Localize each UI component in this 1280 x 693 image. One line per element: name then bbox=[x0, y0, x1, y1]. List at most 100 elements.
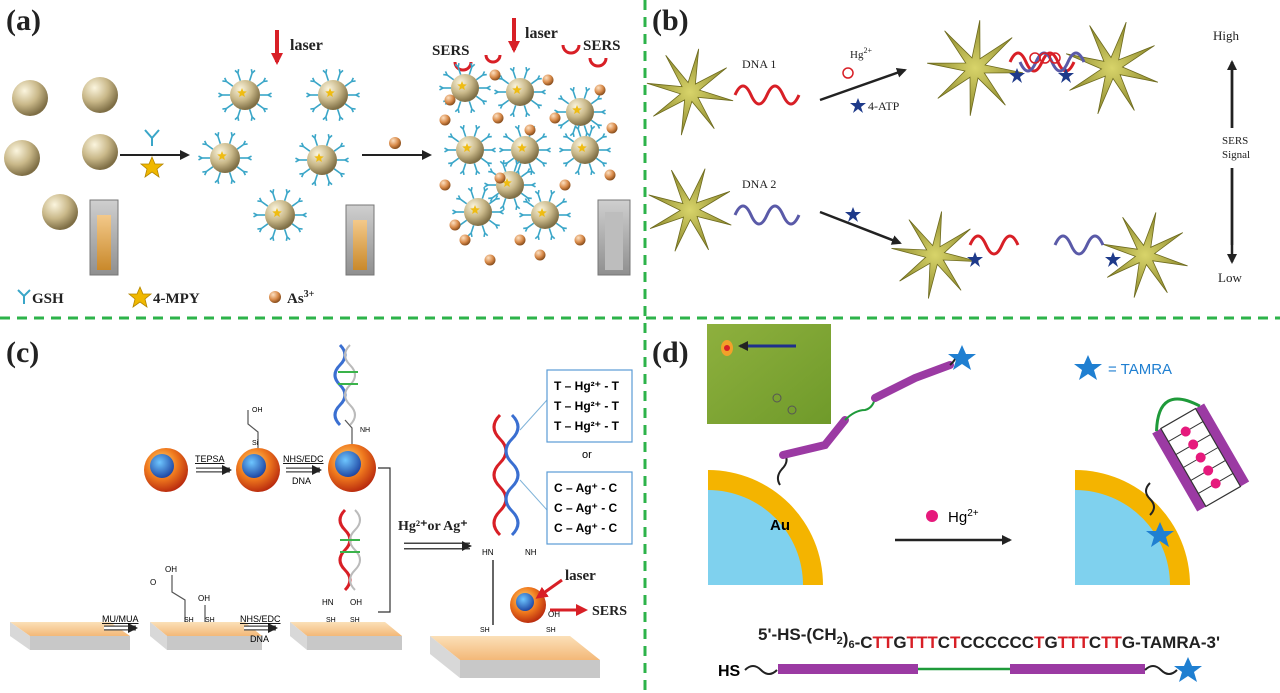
panel-d-letter: (d) bbox=[652, 336, 689, 369]
svg-text:SH: SH bbox=[205, 617, 215, 624]
panel-b: (b) DNA 1 Hg2+ 4-ATP DNA 2 bbox=[646, 4, 1266, 299]
vial-2 bbox=[345, 204, 375, 276]
tamra-star-icon-end bbox=[1174, 657, 1202, 682]
sers-label-2: SERS bbox=[583, 38, 621, 54]
nhs-edc-label-1: NHS/EDC bbox=[283, 454, 324, 464]
box2-line2: C – Ag⁺ - C bbox=[554, 501, 618, 515]
substrate-final: HN NH OH SH SH bbox=[430, 413, 600, 678]
box2-line3: C – Ag⁺ - C bbox=[554, 521, 618, 535]
atp-star-icon-2 bbox=[845, 207, 861, 222]
legend-gsh-icon bbox=[17, 289, 31, 304]
signal-label-2: Signal bbox=[1222, 149, 1250, 161]
or-label: or bbox=[582, 449, 592, 461]
laser-label-1: laser bbox=[290, 37, 323, 54]
dna1-label: DNA 1 bbox=[742, 57, 776, 71]
vial-3 bbox=[597, 199, 631, 276]
svg-text:SH: SH bbox=[480, 627, 490, 634]
strand-segment-2 bbox=[1010, 664, 1145, 674]
dna-sequence: 5'-HS-(CH2)6-CTTGTTTCTCCCCCCTGTTTCTTG-TA… bbox=[758, 625, 1220, 652]
box2-line1: C – Ag⁺ - C bbox=[554, 481, 618, 495]
dna-label-2: DNA bbox=[250, 634, 269, 644]
panel-d: (d) = TAMRA Au Hg2+ bbox=[652, 324, 1250, 682]
tamra-legend-label: = TAMRA bbox=[1108, 361, 1172, 378]
svg-text:NH: NH bbox=[360, 427, 370, 434]
tepsa-label: TEPSA bbox=[195, 454, 225, 464]
panel-c-letter: (c) bbox=[6, 336, 39, 369]
sers-label-1: SERS bbox=[432, 43, 470, 59]
tamra-star-legend-icon bbox=[1074, 355, 1102, 380]
svg-text:OH: OH bbox=[165, 565, 177, 574]
svg-text:Si: Si bbox=[252, 440, 259, 447]
dna2-strand bbox=[733, 204, 801, 226]
dna1-hg-complex bbox=[1008, 51, 1086, 83]
hs-label: HS bbox=[718, 663, 741, 680]
box-t-hg-t bbox=[546, 369, 633, 443]
svg-text:NH: NH bbox=[525, 548, 537, 557]
mpy-star-icon bbox=[139, 155, 165, 178]
laser-arrow-c bbox=[535, 578, 563, 599]
atp-star-icon bbox=[850, 98, 866, 113]
atp-label: 4-ATP bbox=[868, 99, 900, 113]
panel-a: (a) laser bbox=[4, 4, 631, 308]
svg-text:HN: HN bbox=[322, 598, 334, 607]
box-c-ag-c bbox=[546, 471, 633, 545]
legend-gsh-label: GSH bbox=[32, 291, 64, 307]
substrate-2: O OH OH SH SH bbox=[150, 565, 262, 650]
legend-as-icon bbox=[269, 291, 281, 303]
panel-c: (c) TEPSA Si OH NHS/EDC DNA NH bbox=[6, 336, 633, 678]
gsh-icon bbox=[144, 129, 160, 146]
functionalized-nanoparticles bbox=[198, 69, 360, 241]
hg-ion-icon bbox=[842, 67, 854, 79]
hg-label-d: Hg2+ bbox=[948, 508, 979, 526]
laser-label-c: laser bbox=[565, 568, 596, 584]
microscope-inset bbox=[707, 324, 831, 424]
gold-nanostars bbox=[646, 20, 1188, 299]
svg-text:SH: SH bbox=[350, 617, 360, 624]
svg-text:HN: HN bbox=[482, 548, 494, 557]
separated-dna-red bbox=[968, 234, 1020, 256]
gold-nanoparticles-bare bbox=[4, 77, 118, 230]
core-shell-np-bare bbox=[144, 448, 188, 492]
svg-text:OH: OH bbox=[548, 610, 560, 619]
panel-a-letter: (a) bbox=[6, 4, 41, 37]
panel-a-legend: GSH 4-MPY As3+ bbox=[17, 285, 315, 308]
hg-ion-icon-d bbox=[926, 510, 938, 522]
au-label: Au bbox=[770, 517, 790, 534]
high-label: High bbox=[1213, 28, 1240, 43]
dna2-label: DNA 2 bbox=[742, 177, 776, 191]
strand-segment-1 bbox=[778, 664, 918, 674]
bracket bbox=[378, 467, 391, 613]
panel-b-letter: (b) bbox=[652, 4, 689, 37]
vial-1 bbox=[89, 199, 119, 276]
dna-label-1: DNA bbox=[292, 476, 311, 486]
box1-line2: T – Hg²⁺ - T bbox=[554, 399, 620, 413]
au-np-right bbox=[1075, 397, 1250, 585]
legend-as-label: As3+ bbox=[287, 289, 315, 307]
hg-ag-label: Hg²⁺or Ag⁺ bbox=[398, 519, 468, 534]
legend-mpy-star-icon bbox=[127, 285, 153, 308]
substrate-1 bbox=[10, 622, 130, 650]
nhs-edc-label-2: NHS/EDC bbox=[240, 614, 281, 624]
aggregated-nanoparticles bbox=[439, 62, 618, 266]
svg-text:OH: OH bbox=[198, 594, 210, 603]
substrate-3: HN OH SH SH bbox=[290, 508, 402, 650]
legend-mpy-label: 4-MPY bbox=[153, 291, 200, 307]
signal-label-1: SERS bbox=[1222, 135, 1248, 147]
as-ion-icon bbox=[389, 137, 401, 149]
hg-label: Hg2+ bbox=[850, 46, 872, 61]
core-shell-np-tepsa: Si OH bbox=[236, 407, 280, 492]
mu-mua-label: MU/MUA bbox=[102, 614, 139, 624]
au-np-left: Au bbox=[708, 345, 976, 585]
dna1-strand bbox=[733, 84, 801, 106]
laser-label-2: laser bbox=[525, 25, 558, 42]
svg-text:OH: OH bbox=[252, 407, 263, 414]
low-label: Low bbox=[1218, 270, 1242, 285]
box1-line3: T – Hg²⁺ - T bbox=[554, 419, 620, 433]
svg-text:SH: SH bbox=[184, 617, 194, 624]
svg-text:SH: SH bbox=[326, 617, 336, 624]
core-shell-np-dna: NH bbox=[328, 343, 376, 492]
svg-text:SH: SH bbox=[546, 627, 556, 634]
separated-dna-blue bbox=[1053, 234, 1105, 256]
svg-text:OH: OH bbox=[350, 598, 362, 607]
